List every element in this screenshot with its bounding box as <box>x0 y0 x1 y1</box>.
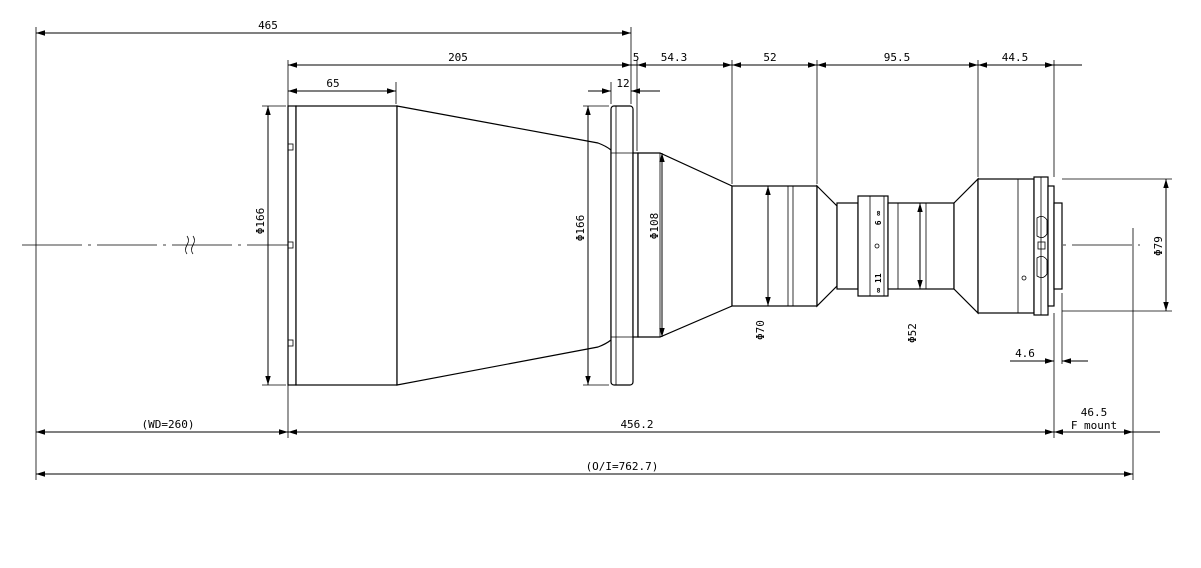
svg-text:F mount: F mount <box>1071 419 1117 432</box>
taper-section <box>396 105 612 386</box>
svg-text:95.5: 95.5 <box>884 51 911 64</box>
svg-text:52: 52 <box>763 51 776 64</box>
dia-cone: Φ108 <box>648 153 665 337</box>
dim-456-2: 456.2 <box>288 418 1054 435</box>
lens-body: 6 ∞ ∞ 11 <box>287 105 1063 386</box>
dim-12: 12 <box>588 77 660 94</box>
svg-text:46.5: 46.5 <box>1081 406 1108 419</box>
rear-cone <box>637 152 733 338</box>
svg-text:(WD=260): (WD=260) <box>142 418 195 431</box>
dim-465: 465 <box>36 19 631 36</box>
svg-text:465: 465 <box>258 19 278 32</box>
dim-wd: (WD=260) <box>36 418 288 435</box>
dim-65: 65 <box>288 77 396 94</box>
dim-52: 52 <box>732 51 817 68</box>
dim-95-5: 95.5 <box>817 51 978 68</box>
dia-rear: Φ79 <box>1152 179 1169 311</box>
focus-ring <box>857 195 889 297</box>
svg-text:5: 5 <box>633 51 640 64</box>
svg-text:(O/I=762.7): (O/I=762.7) <box>586 460 659 473</box>
dim-4-6: 4.6 <box>1010 347 1088 364</box>
mid-barrel <box>731 185 818 307</box>
rear-housing <box>977 178 1035 314</box>
svg-text:65: 65 <box>326 77 339 90</box>
svg-text:12: 12 <box>616 77 629 90</box>
ring-mark-bottom: ∞ 11 <box>874 273 883 292</box>
dia-mid-barrel: Φ70 <box>754 186 771 340</box>
svg-text:54.3: 54.3 <box>661 51 688 64</box>
svg-text:4.6: 4.6 <box>1015 347 1035 360</box>
index-mark <box>874 243 880 249</box>
dim-46-5: 46.5 F mount <box>1054 406 1160 435</box>
svg-text:Φ52: Φ52 <box>906 323 919 343</box>
dia-front: Φ166 <box>254 106 271 385</box>
mount-flange <box>610 105 634 386</box>
ring-mark-top: 6 ∞ <box>874 211 883 226</box>
dim-oi: (O/I=762.7) <box>36 460 1133 477</box>
front-hood <box>295 105 398 386</box>
svg-text:456.2: 456.2 <box>620 418 653 431</box>
dia-focus-ring: Φ52 <box>906 203 923 343</box>
front-hood-rim <box>287 105 297 386</box>
svg-text:44.5: 44.5 <box>1002 51 1029 64</box>
svg-text:Φ166: Φ166 <box>574 215 587 242</box>
svg-text:Φ79: Φ79 <box>1152 236 1165 256</box>
svg-text:Φ166: Φ166 <box>254 208 267 235</box>
svg-text:Φ108: Φ108 <box>648 213 661 240</box>
dim-5: 5 <box>631 51 640 66</box>
svg-text:205: 205 <box>448 51 468 64</box>
svg-text:Φ70: Φ70 <box>754 320 767 340</box>
dim-205: 205 <box>288 51 631 68</box>
focus-section <box>836 202 859 290</box>
dim-54-3: 54.3 <box>637 51 732 68</box>
axis-break-symbol <box>185 235 195 255</box>
dim-44-5: 44.5 <box>978 51 1082 68</box>
dia-flange: Φ166 <box>574 106 591 385</box>
extension-lines <box>35 27 1172 480</box>
